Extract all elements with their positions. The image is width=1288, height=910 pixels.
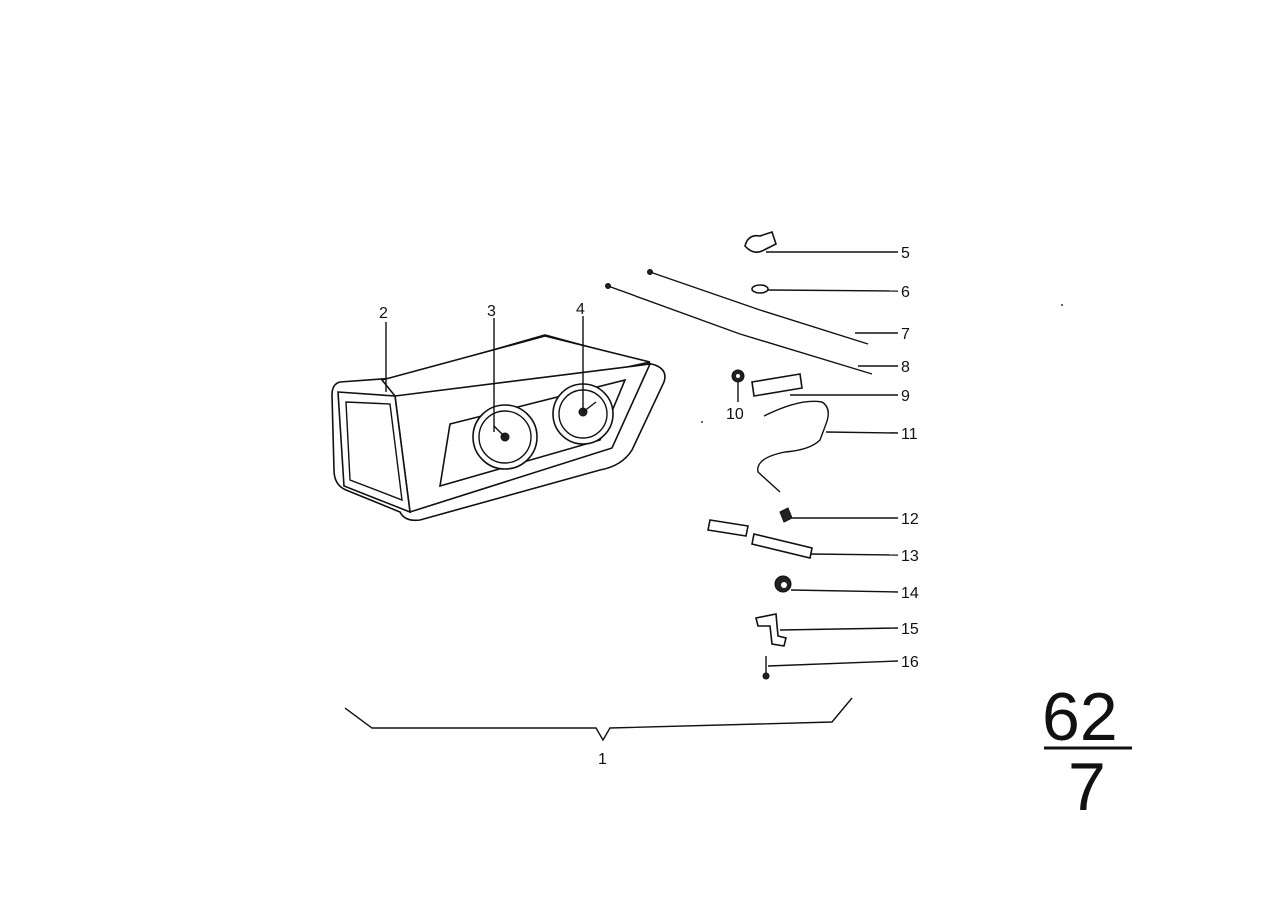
callout-8: 8 — [901, 359, 910, 376]
part-strips — [707, 519, 813, 559]
section-number: 62 7 — [1042, 679, 1132, 825]
callout-3: 3 — [487, 303, 496, 320]
callout-16: 16 — [901, 654, 919, 671]
housing-side-inner — [345, 401, 403, 502]
part-hose — [757, 400, 829, 493]
part-bulb — [751, 284, 769, 294]
callout-6: 6 — [901, 284, 910, 301]
section-subgroup: 7 — [1068, 749, 1106, 825]
part-bulb-holder — [744, 230, 777, 254]
part-screw — [762, 656, 770, 680]
part-cable-lower — [607, 285, 873, 375]
part-nut — [774, 575, 792, 593]
section-group: 62 — [1042, 679, 1118, 755]
callout-15: 15 — [901, 621, 919, 638]
part-clip — [779, 507, 793, 523]
callout-7: 7 — [901, 326, 910, 343]
part-cable-upper — [649, 271, 869, 345]
part-grommet — [731, 369, 745, 383]
callout-11: 11 — [901, 426, 918, 443]
callout-12: 12 — [901, 511, 919, 528]
callout-4: 4 — [576, 301, 585, 318]
callout-10: 10 — [726, 406, 744, 423]
part-plate — [751, 373, 803, 397]
assembly-brace — [344, 697, 853, 742]
callout-9: 9 — [901, 388, 910, 405]
part-bracket — [755, 613, 787, 647]
callout-13: 13 — [901, 548, 919, 565]
callout-5: 5 — [901, 245, 910, 262]
callout-14: 14 — [901, 585, 919, 602]
callout-2: 2 — [379, 305, 388, 322]
callout-1: 1 — [598, 751, 607, 768]
instrument-cluster — [331, 334, 666, 522]
